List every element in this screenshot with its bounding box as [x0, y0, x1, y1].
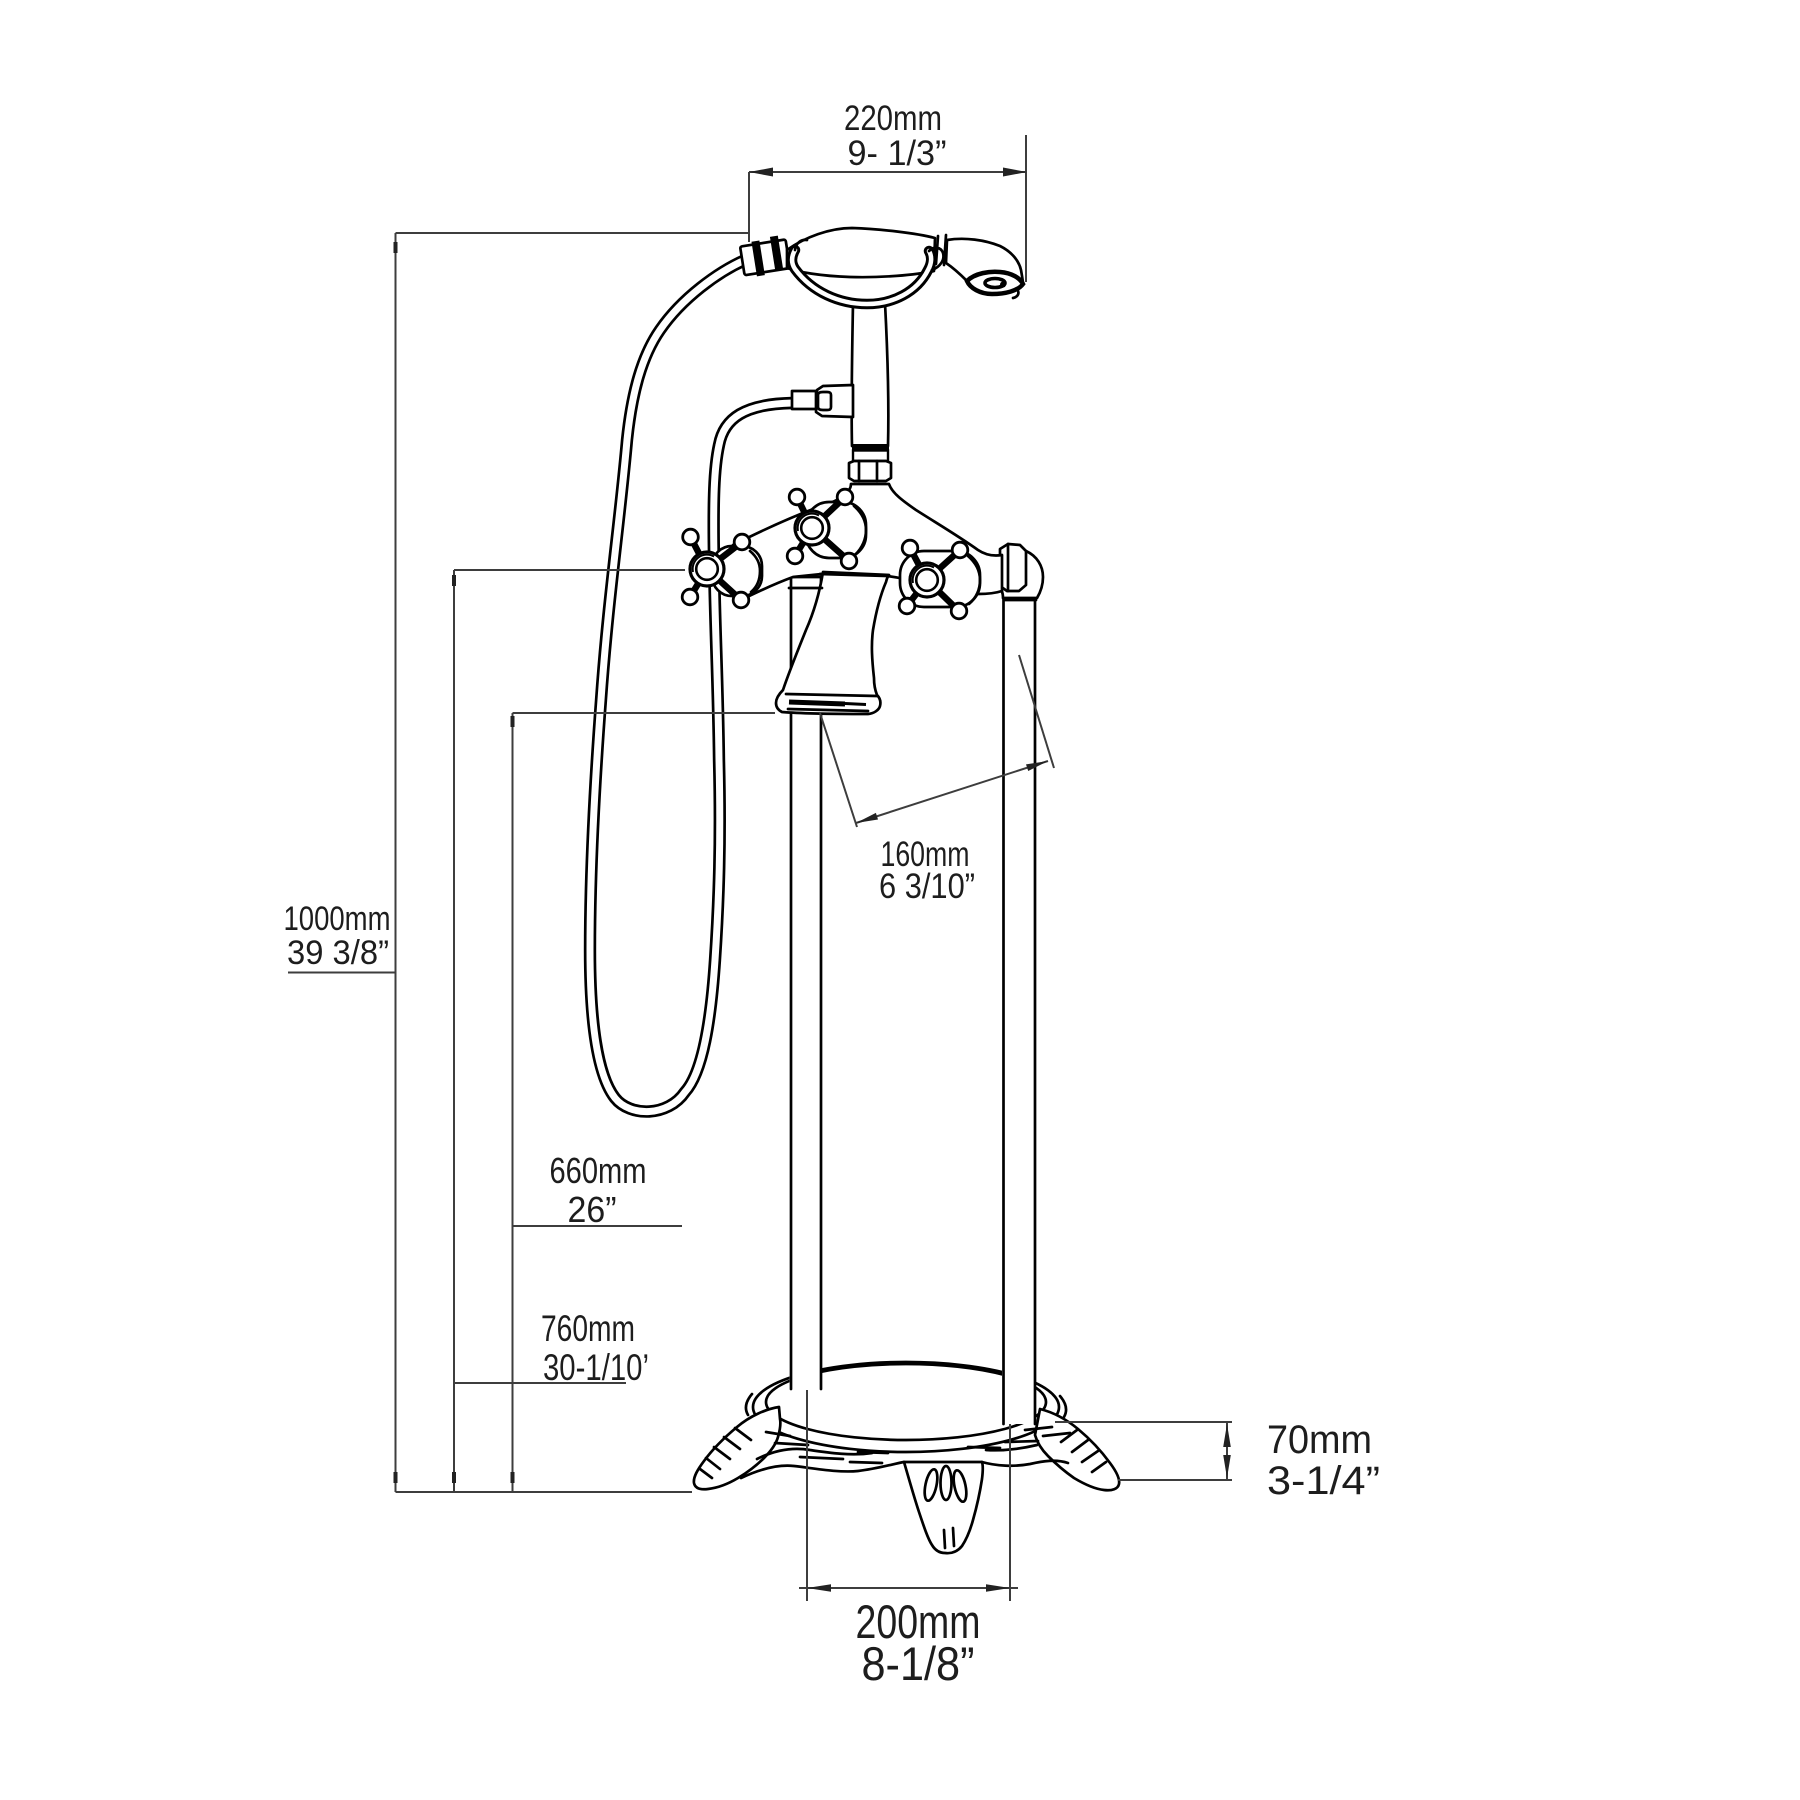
svg-text:9- 1/3”: 9- 1/3” [848, 134, 947, 173]
svg-text:8-1/8”: 8-1/8” [862, 1637, 975, 1690]
svg-text:6 3/10”: 6 3/10” [879, 867, 975, 906]
svg-text:70mm: 70mm [1267, 1418, 1372, 1462]
svg-text:220mm: 220mm [844, 99, 942, 138]
svg-text:26”: 26” [568, 1189, 617, 1230]
svg-text:660mm: 660mm [550, 1150, 647, 1191]
svg-text:200mm: 200mm [856, 1595, 981, 1648]
svg-text:1000mm: 1000mm [284, 900, 391, 938]
svg-text:160mm: 160mm [881, 835, 970, 874]
svg-text:3-1/4”: 3-1/4” [1267, 1459, 1380, 1503]
svg-text:760mm: 760mm [541, 1308, 635, 1349]
svg-text:39 3/8”: 39 3/8” [287, 934, 389, 972]
svg-text:30-1/10’: 30-1/10’ [543, 1347, 649, 1388]
